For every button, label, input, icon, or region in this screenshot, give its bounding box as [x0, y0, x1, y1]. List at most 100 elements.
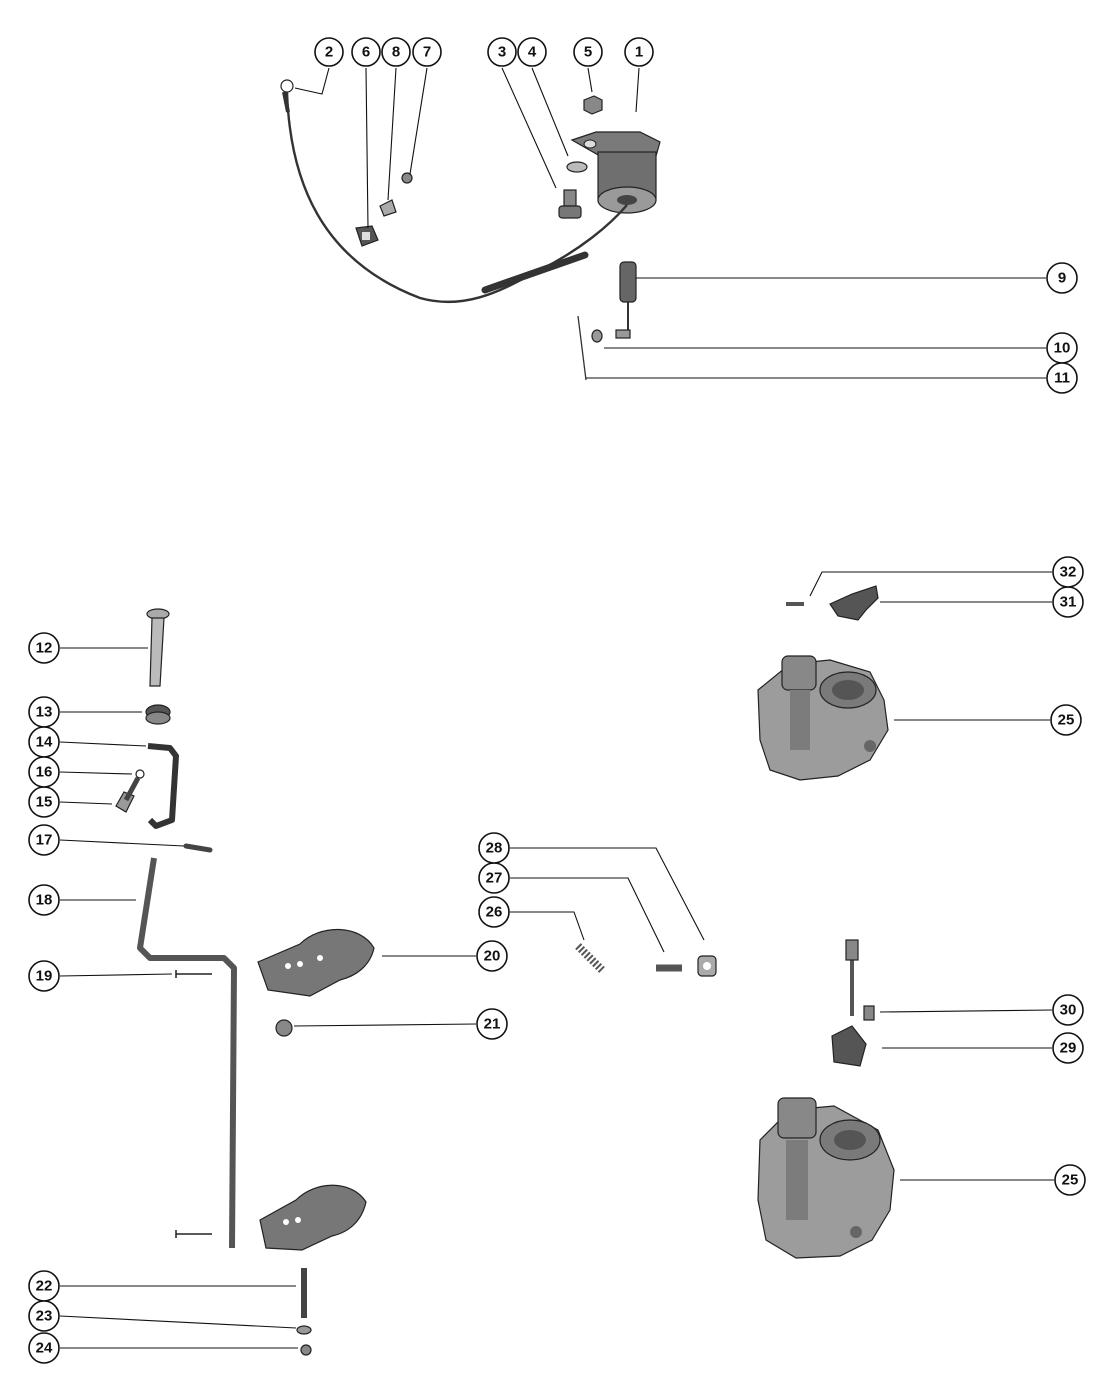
svg-text:18: 18: [36, 892, 53, 909]
callout-12: 12: [28, 632, 60, 664]
lock-washer: [566, 161, 588, 173]
leader-lines: [59, 67, 1054, 1349]
callout-3: 3: [487, 37, 517, 67]
bolt: [115, 776, 141, 813]
bushing: [145, 704, 171, 725]
svg-text:9: 9: [1058, 270, 1066, 287]
callout-21: 21: [476, 1008, 508, 1040]
svg-text:6: 6: [362, 44, 370, 61]
callout-9: 9: [1046, 262, 1078, 294]
svg-text:23: 23: [36, 1308, 53, 1325]
lever-clamp: [697, 955, 717, 977]
callout-25-upper: 25: [1050, 704, 1082, 736]
svg-text:10: 10: [1054, 340, 1071, 357]
lever-nut: [275, 1019, 293, 1037]
callout-26: 26: [478, 896, 510, 928]
flat-washer: [135, 769, 145, 779]
svg-text:14: 14: [36, 734, 53, 751]
clip: [355, 225, 379, 247]
callout-1: 1: [624, 37, 654, 67]
ground-cable: [280, 79, 628, 304]
callout-7: 7: [412, 37, 442, 67]
terminal-boot: [615, 261, 637, 339]
svg-text:27: 27: [486, 870, 503, 887]
parts-layer: [115, 79, 895, 1356]
clamp: [379, 199, 397, 217]
svg-text:22: 22: [36, 1278, 53, 1295]
callout-25-lower: 25: [1054, 1164, 1086, 1196]
carburetor-lower: [757, 1097, 895, 1259]
svg-text:31: 31: [1060, 594, 1077, 611]
callout-31: 31: [1052, 586, 1084, 618]
callouts: 1 2 3 4 5 6 7 8 9 10 11 12 13 14 15 16 1…: [28, 37, 1086, 1364]
screw: [558, 189, 582, 219]
stud-washer: [296, 1325, 312, 1335]
svg-text:30: 30: [1060, 1002, 1077, 1019]
svg-text:24: 24: [36, 1340, 53, 1357]
choke-screw: [863, 1005, 875, 1021]
callout-18: 18: [28, 884, 60, 916]
callout-19: 19: [28, 960, 60, 992]
link-rod: [137, 857, 237, 1249]
svg-text:2: 2: [325, 44, 333, 61]
callout-29: 29: [1052, 1032, 1084, 1064]
callout-14: 14: [28, 726, 60, 758]
callout-32: 32: [1052, 556, 1084, 588]
svg-text:25: 25: [1062, 1172, 1079, 1189]
svg-text:11: 11: [1054, 370, 1070, 387]
callout-22: 22: [28, 1270, 60, 1302]
callout-15: 15: [28, 786, 60, 818]
svg-text:1: 1: [635, 44, 643, 61]
svg-text:15: 15: [36, 794, 53, 811]
svg-text:19: 19: [36, 968, 53, 985]
callout-23: 23: [28, 1300, 60, 1332]
svg-text:25: 25: [1058, 712, 1075, 729]
svg-text:13: 13: [36, 704, 53, 721]
stud-nut: [300, 1344, 312, 1356]
choke-lever: [831, 939, 867, 1067]
svg-text:8: 8: [392, 44, 400, 61]
cotter-pin-lower: [175, 1230, 212, 1238]
svg-text:21: 21: [484, 1016, 501, 1033]
svg-text:12: 12: [36, 640, 53, 657]
svg-text:20: 20: [484, 948, 501, 965]
small-screw: [401, 172, 413, 184]
callout-8: 8: [381, 37, 411, 67]
svg-text:29: 29: [1060, 1040, 1077, 1057]
spring: [575, 943, 605, 973]
wire: [577, 315, 587, 381]
throttle-arm: [829, 585, 879, 621]
callout-20: 20: [476, 940, 508, 972]
svg-text:32: 32: [1060, 564, 1077, 581]
svg-text:28: 28: [486, 840, 503, 857]
callout-5: 5: [573, 37, 603, 67]
callout-10: 10: [1046, 332, 1078, 364]
throttle-lever: [257, 928, 375, 997]
callout-17: 17: [28, 824, 60, 856]
svg-text:16: 16: [36, 764, 53, 781]
svg-text:7: 7: [423, 44, 431, 61]
svg-text:3: 3: [498, 44, 506, 61]
clip-pin: [183, 843, 213, 853]
throttle-lever-lower: [259, 1184, 367, 1251]
svg-text:26: 26: [486, 904, 503, 921]
solenoid: [570, 131, 661, 214]
carburetor-upper: [757, 655, 889, 781]
callout-2: 2: [314, 37, 344, 67]
svg-text:4: 4: [528, 44, 537, 61]
small-washer: [591, 329, 603, 343]
svg-text:17: 17: [36, 832, 53, 849]
callout-24: 24: [28, 1332, 60, 1364]
callout-28: 28: [478, 832, 510, 864]
callout-13: 13: [28, 696, 60, 728]
nut: [583, 95, 603, 115]
callout-6: 6: [351, 37, 381, 67]
cotter-pin: [175, 970, 212, 978]
callout-11: 11: [1046, 362, 1078, 394]
callout-27: 27: [478, 862, 510, 894]
callout-30: 30: [1052, 994, 1084, 1026]
pin: [146, 608, 170, 687]
bracket: [147, 743, 179, 829]
